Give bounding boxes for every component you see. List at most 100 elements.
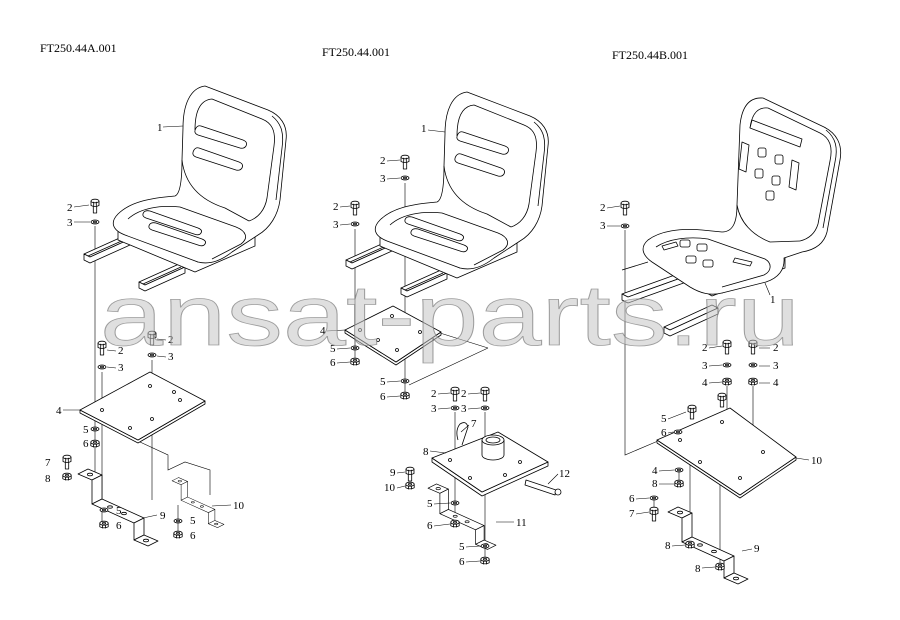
assembly-code-standard: FT250.44.001 <box>322 45 390 59</box>
callout-number: 2 <box>380 155 386 167</box>
callout-number: 8 <box>652 478 658 490</box>
callout-number: 2 <box>333 201 339 213</box>
callout-number: 3 <box>600 220 606 232</box>
washer <box>90 426 100 432</box>
callout-number: 2 <box>67 202 73 214</box>
callout-number: 2 <box>600 202 606 214</box>
seat-b <box>621 97 842 337</box>
callout-number: 7 <box>45 457 51 469</box>
washer <box>480 543 490 549</box>
callout-number: 1 <box>770 294 776 306</box>
washer <box>450 405 460 411</box>
callout-number: 2 <box>773 342 779 354</box>
washer <box>400 378 410 384</box>
nut <box>748 377 758 386</box>
callout-number: 6 <box>459 556 465 568</box>
callout-number: 3 <box>380 173 386 185</box>
bolt <box>480 386 490 402</box>
bolt <box>405 466 415 482</box>
callout-number: 9 <box>160 510 166 522</box>
callout-number: 9 <box>390 467 396 479</box>
callout-number: 6 <box>330 357 336 369</box>
callout-number: 5 <box>380 376 386 388</box>
callout-number: 10 <box>811 455 823 467</box>
callouts-a: 1 2 3 2 3 2 3 4 5 6 7 8 5 6 9 5 6 10 <box>45 122 245 542</box>
callout-number: 6 <box>83 438 89 450</box>
parts-layer <box>62 85 842 585</box>
callout-number: 4 <box>702 377 708 389</box>
callout-number: 1 <box>421 123 427 135</box>
callout-number: 4 <box>320 325 326 337</box>
washer <box>90 219 100 225</box>
callouts-b: 2 3 1 2 3 4 2 3 4 5 6 10 4 8 6 7 8 9 8 <box>600 202 823 575</box>
callout-number: 2 <box>461 388 467 400</box>
callout-number: 2 <box>431 388 437 400</box>
washer <box>673 429 683 435</box>
leader-lines-standard <box>326 129 559 563</box>
callout-number: 7 <box>629 508 635 520</box>
washer <box>480 405 490 411</box>
washer <box>97 364 107 370</box>
callout-number: 8 <box>423 446 429 458</box>
bolt <box>649 506 659 522</box>
callout-number: 6 <box>661 427 667 439</box>
callout-number: 10 <box>384 482 396 494</box>
seat-a <box>83 85 287 292</box>
callout-number: 4 <box>773 377 779 389</box>
washer <box>450 500 460 506</box>
callout-number: 10 <box>233 500 245 512</box>
callout-number: 6 <box>629 493 635 505</box>
callout-number: 5 <box>83 424 89 436</box>
callout-number: 5 <box>190 515 196 527</box>
assembly-code-b: FT250.44B.001 <box>612 48 688 62</box>
callout-number: 5 <box>330 343 336 355</box>
callout-number: 12 <box>559 468 570 480</box>
callout-number: 3 <box>773 360 779 372</box>
nut <box>685 540 695 549</box>
mounting-plate-b <box>656 407 797 499</box>
watermark: ansat-parts.ru <box>100 268 800 364</box>
washer <box>674 467 684 473</box>
callout-number: 4 <box>56 405 62 417</box>
nut <box>405 481 415 490</box>
callout-number: 5 <box>661 413 667 425</box>
callout-number: 2 <box>168 334 174 346</box>
callout-number: 1 <box>157 122 163 134</box>
callout-number: 6 <box>380 391 386 403</box>
washer <box>620 223 630 229</box>
nut <box>99 520 109 529</box>
callout-number: 3 <box>67 217 73 229</box>
swivel-plate-standard <box>431 422 562 497</box>
callout-number: 11 <box>516 517 527 529</box>
callout-number: 3 <box>168 351 174 363</box>
callout-number: 3 <box>431 403 437 415</box>
callout-number: 8 <box>45 473 51 485</box>
mounting-plate-a <box>79 371 206 444</box>
callout-number: 5 <box>427 498 433 510</box>
nut <box>722 377 732 386</box>
nut <box>62 472 72 481</box>
assembly-code-a: FT250.44A.001 <box>40 41 117 55</box>
callout-number: 5 <box>459 541 465 553</box>
callout-number: 6 <box>427 520 433 532</box>
callout-number: 6 <box>190 530 196 542</box>
washer <box>173 518 183 524</box>
callout-number: 2 <box>118 345 124 357</box>
nut <box>715 562 725 571</box>
callout-number: 3 <box>702 360 708 372</box>
nut <box>173 530 183 539</box>
bolt <box>350 200 360 216</box>
mounting-plate-standard <box>344 305 442 366</box>
callout-number: 5 <box>116 505 122 517</box>
callout-number: 8 <box>695 563 701 575</box>
washer <box>350 221 360 227</box>
seat-standard <box>345 91 549 298</box>
bolt <box>400 154 410 170</box>
bolt <box>717 392 727 408</box>
callouts-standard: 1 2 3 2 3 4 5 6 5 6 2 3 2 3 7 8 9 10 12 … <box>320 123 570 568</box>
callout-number: 2 <box>702 342 708 354</box>
leader-lines-a <box>63 125 232 519</box>
washer <box>649 495 659 501</box>
bolt <box>90 198 100 214</box>
